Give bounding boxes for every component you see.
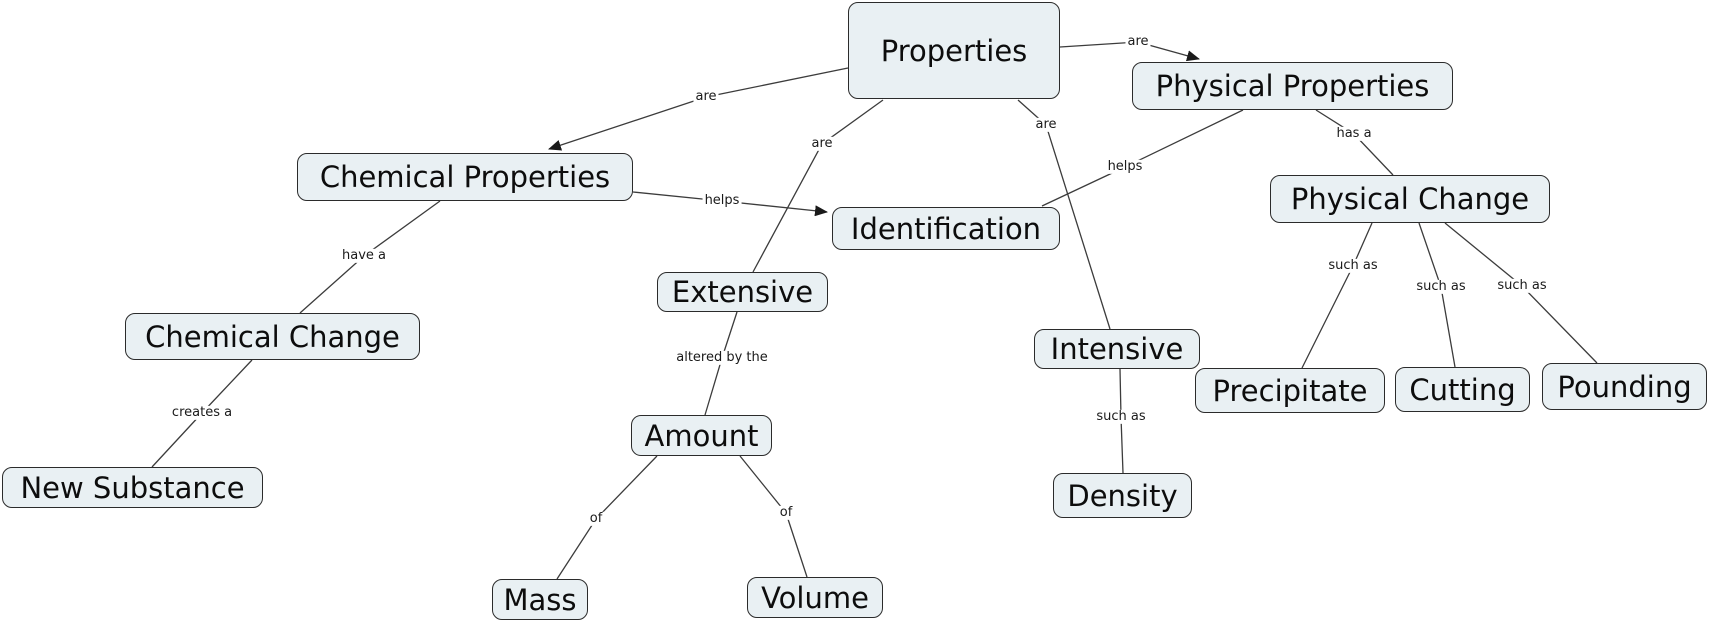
edge-label-chemical-change-to-new-substance[interactable]: creates a xyxy=(169,404,235,421)
edge-label-chemical-properties-to-chemical-change[interactable]: have a xyxy=(340,247,388,264)
node-chemical-change[interactable]: Chemical Change xyxy=(125,313,420,360)
edge-line-physical-properties-to-physical-change xyxy=(1315,109,1394,176)
edge-line-physical-change-to-precipitate xyxy=(1301,222,1373,369)
edge-label-properties-to-physical-properties[interactable]: are xyxy=(1125,33,1151,50)
node-physical-change[interactable]: Physical Change xyxy=(1270,175,1550,223)
node-amount[interactable]: Amount xyxy=(631,415,772,456)
edge-label-amount-to-volume[interactable]: of xyxy=(777,504,795,521)
edge-label-physical-change-to-pounding[interactable]: such as xyxy=(1495,277,1549,294)
edge-line-physical-change-to-cutting xyxy=(1418,222,1456,368)
node-precipitate[interactable]: Precipitate xyxy=(1195,368,1385,413)
edge-label-properties-to-chemical-properties[interactable]: are xyxy=(693,88,719,105)
edge-label-extensive-to-amount[interactable]: altered by the xyxy=(674,349,770,366)
node-extensive[interactable]: Extensive xyxy=(657,272,828,312)
node-cutting[interactable]: Cutting xyxy=(1395,367,1530,412)
node-intensive[interactable]: Intensive xyxy=(1034,329,1200,369)
edge-label-physical-change-to-precipitate[interactable]: such as xyxy=(1326,257,1380,274)
edge-label-intensive-to-density[interactable]: such as xyxy=(1094,408,1148,425)
edge-label-chemical-properties-to-identification[interactable]: helps xyxy=(702,192,742,209)
edge-line-amount-to-mass xyxy=(556,455,658,580)
node-properties[interactable]: Properties xyxy=(848,2,1060,99)
edge-label-properties-to-intensive[interactable]: are xyxy=(1033,116,1059,133)
node-chemical-properties[interactable]: Chemical Properties xyxy=(297,153,633,201)
edge-line-properties-to-chemical-properties xyxy=(548,67,849,151)
node-volume[interactable]: Volume xyxy=(747,577,883,618)
edge-label-physical-properties-to-identification[interactable]: helps xyxy=(1105,158,1145,175)
edge-label-properties-to-extensive[interactable]: are xyxy=(809,135,835,152)
node-pounding[interactable]: Pounding xyxy=(1542,363,1707,410)
edge-label-physical-properties-to-physical-change[interactable]: has a xyxy=(1334,125,1374,142)
edge-line-amount-to-volume xyxy=(739,455,808,578)
edge-label-physical-change-to-cutting[interactable]: such as xyxy=(1414,278,1468,295)
node-identification[interactable]: Identification xyxy=(832,207,1060,250)
node-physical-properties[interactable]: Physical Properties xyxy=(1132,62,1453,110)
node-density[interactable]: Density xyxy=(1053,473,1192,518)
edge-label-amount-to-mass[interactable]: of xyxy=(587,510,605,527)
node-mass[interactable]: Mass xyxy=(492,579,588,620)
node-new-substance[interactable]: New Substance xyxy=(2,467,263,508)
